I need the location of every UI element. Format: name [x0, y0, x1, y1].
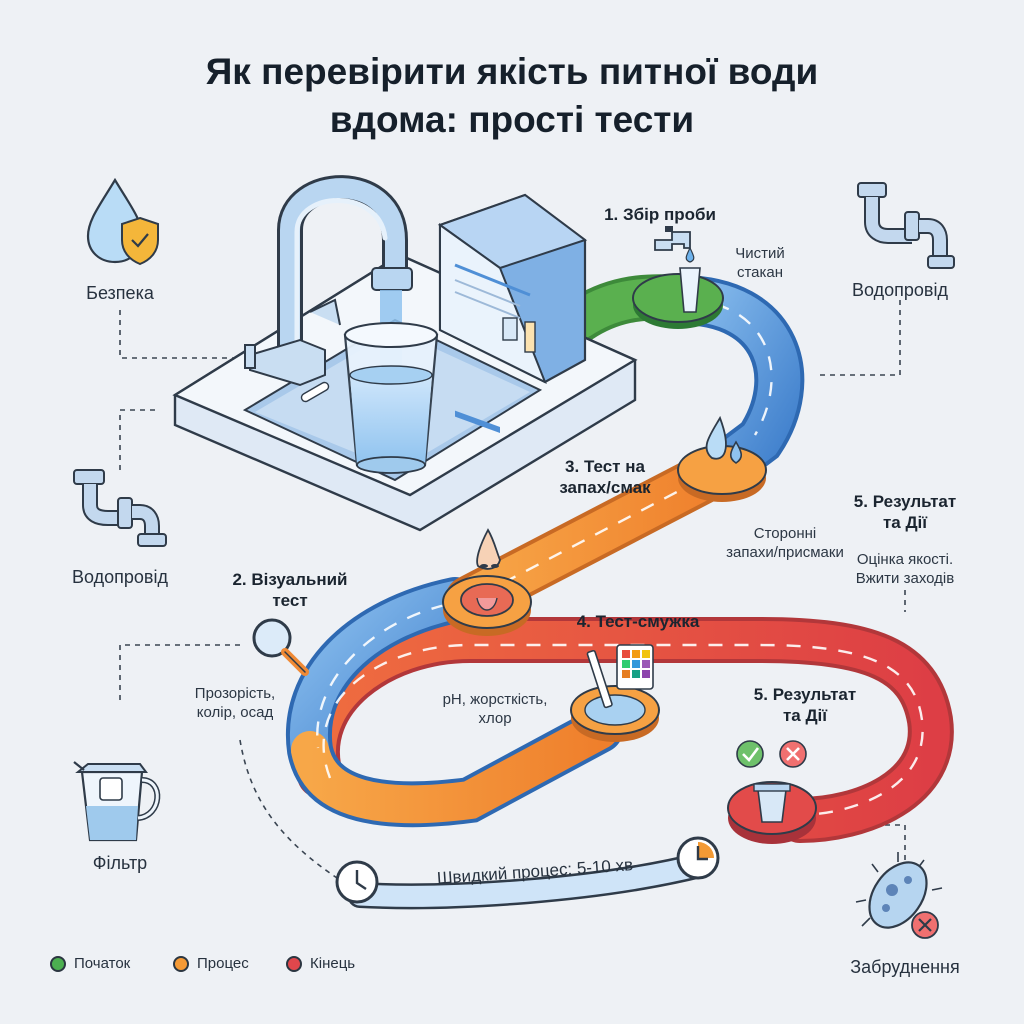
filter-jug-icon — [73, 761, 161, 842]
legend-start: Початок — [50, 955, 130, 972]
step-2-desc: Прозорість,колір, осад — [194, 685, 276, 721]
magnifier-icon — [252, 618, 309, 676]
clock-icon-start — [335, 860, 379, 904]
legend-dot-process — [173, 955, 189, 972]
bacteria-icon — [855, 852, 943, 939]
label-filter: Фільтр — [92, 853, 148, 873]
station-2-visual[interactable] — [442, 575, 532, 636]
faucet-illustration — [244, 175, 413, 387]
safety-icon — [86, 177, 159, 266]
station-1-collect[interactable] — [632, 246, 724, 329]
label-contamination: Забруднення — [850, 957, 960, 977]
check-icon — [736, 740, 764, 768]
label-pipe-top: Водопровід — [852, 280, 948, 300]
test-kit-box — [437, 193, 588, 433]
station-4-strip[interactable] — [570, 649, 660, 742]
step-1-title: 1. Збір проби — [604, 205, 716, 224]
page-title: Як перевірити якість питної води вдома: … — [0, 48, 1024, 144]
title-line-1: Як перевірити якість питної води — [205, 51, 819, 92]
legend-dot-end — [286, 955, 302, 972]
title-line-2: вдома: прості тести — [329, 99, 695, 140]
tap-icon — [654, 226, 691, 251]
station-5-result[interactable] — [727, 781, 817, 844]
glass-illustration — [343, 322, 439, 474]
step-4-desc: pH, жорсткість,хлор — [442, 691, 548, 727]
legend-process: Процес — [173, 955, 249, 972]
step-4-title: 4. Тест-смужка — [576, 612, 700, 631]
color-chart-icon — [616, 644, 654, 690]
nose-icon — [476, 528, 501, 570]
station-3-smell[interactable] — [677, 415, 767, 502]
label-pipe-left: Водопровід — [72, 567, 168, 587]
timeline-bar — [347, 852, 713, 910]
pipe-icon-top — [857, 182, 955, 269]
label-safety: Безпека — [86, 283, 154, 303]
clock-icon-end — [676, 836, 720, 880]
legend-end: Кінець — [286, 955, 355, 972]
step-5a-desc: Оцінка якості.Вжити заходів — [855, 551, 955, 587]
cross-icon — [779, 740, 807, 768]
pipe-icon-left — [73, 469, 167, 547]
legend-dot-start — [50, 955, 66, 972]
